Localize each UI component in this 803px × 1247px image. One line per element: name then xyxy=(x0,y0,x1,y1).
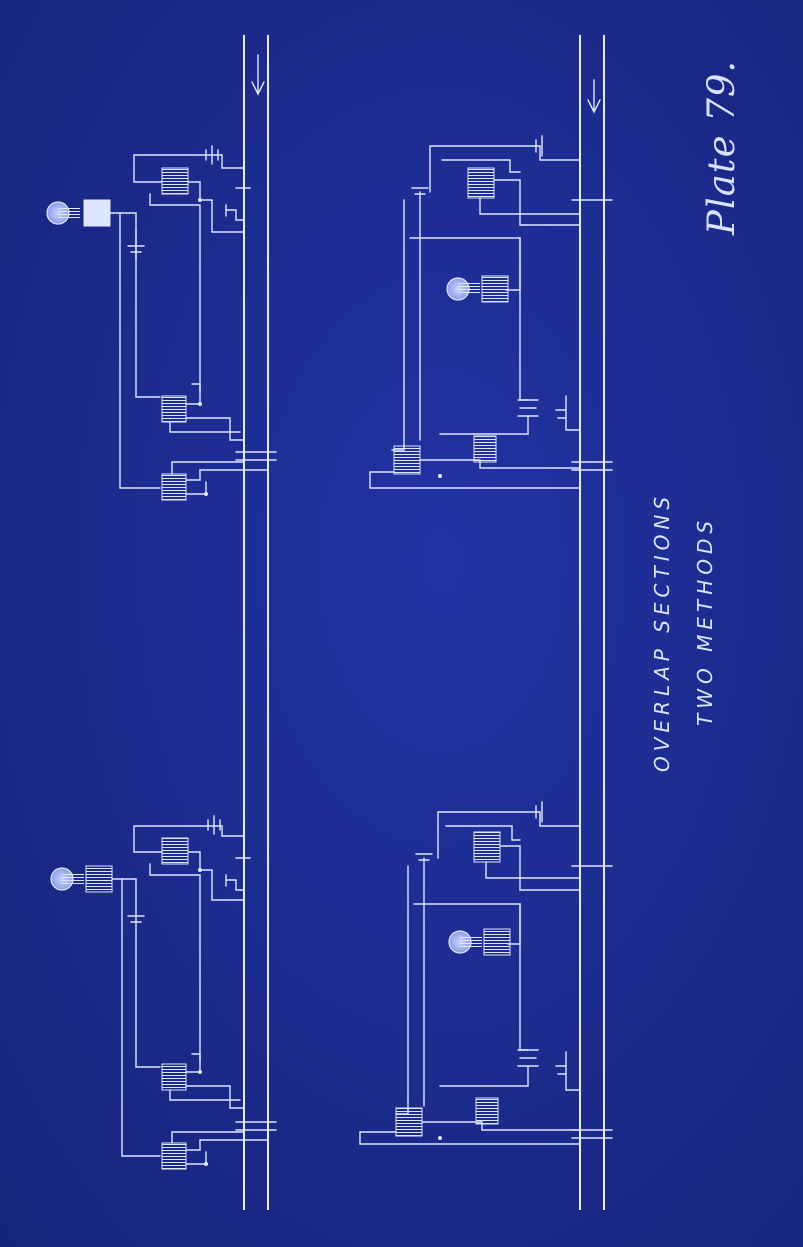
method-1-block-b xyxy=(50,815,269,1170)
traffic-arrow-2 xyxy=(587,79,601,114)
caption-line-1: OVERLAP SECTIONS xyxy=(650,491,674,772)
caption-line-2: TWO METHODS xyxy=(693,515,717,726)
method-2-block-a xyxy=(369,135,581,489)
traffic-arrow-1 xyxy=(251,54,265,96)
method-1-block-a xyxy=(46,145,269,501)
method-2-block-b xyxy=(359,801,581,1145)
plate-label: Plate 79. xyxy=(700,59,743,235)
track-rails-method-1 xyxy=(235,35,277,1210)
track-rails-method-2 xyxy=(571,35,613,1210)
